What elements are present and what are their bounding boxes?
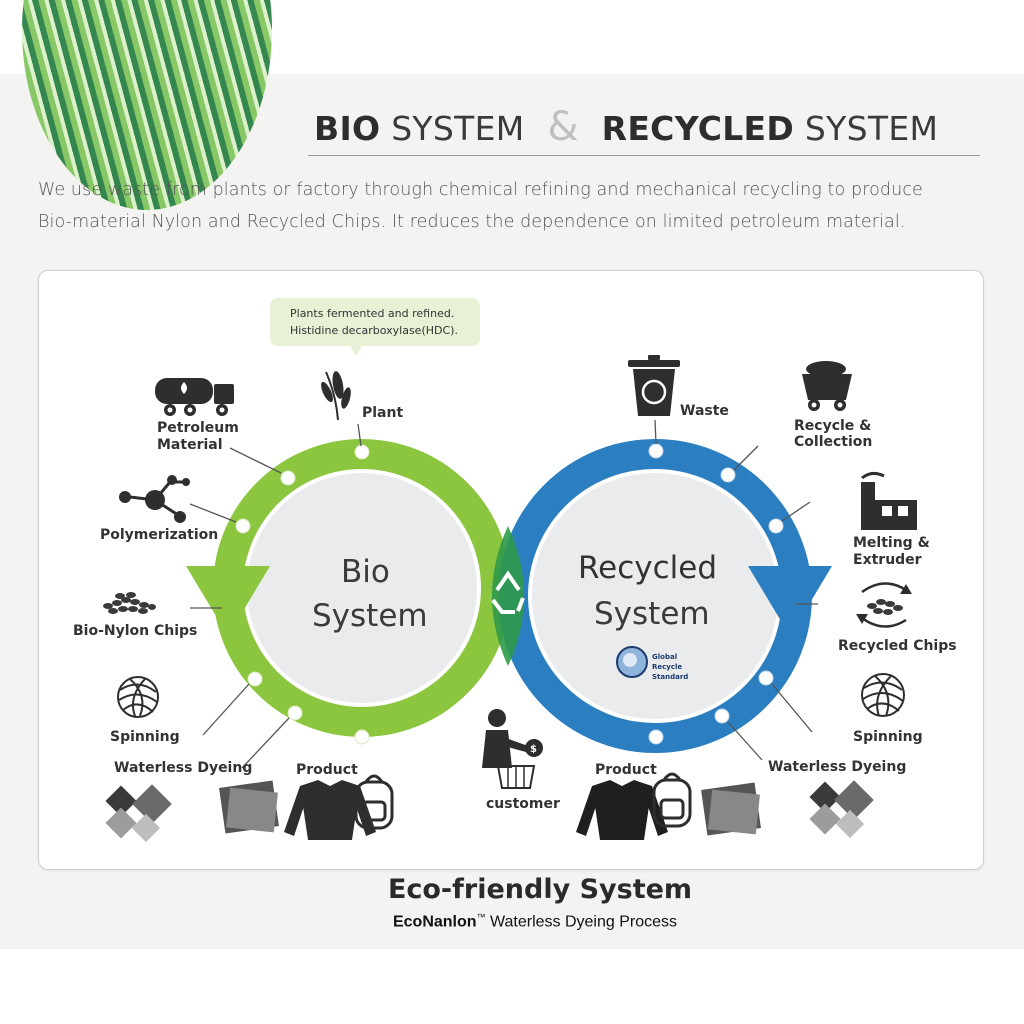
bio-node-product bbox=[354, 729, 370, 745]
dye-squares-icon bbox=[105, 784, 172, 843]
trash-bin-icon bbox=[628, 355, 680, 416]
rec-node-spinning bbox=[758, 670, 774, 686]
label-melting-2: Extruder bbox=[853, 552, 922, 568]
leader-lines bbox=[189, 419, 818, 769]
plant-note-bubble: Plants fermented and refined. Histidine … bbox=[270, 298, 480, 346]
intro-line-1: We use waste from plants or factory thro… bbox=[38, 180, 923, 200]
bio-node-dyeing bbox=[287, 705, 303, 721]
backpack-icon bbox=[354, 774, 394, 830]
label-recycle-collection-1: Recycle & bbox=[794, 418, 871, 434]
recycled-center-subtitle: System bbox=[594, 596, 710, 632]
bubble-tail bbox=[350, 346, 362, 356]
title-ampersand: & bbox=[547, 104, 579, 150]
title-divider bbox=[308, 155, 980, 156]
rec-node-dyeing bbox=[714, 708, 730, 724]
title-recycled: RECYCLED bbox=[601, 109, 795, 148]
bio-arrow bbox=[186, 566, 270, 636]
bubble-line-2: Histidine decarboxylase(HDC). bbox=[290, 324, 458, 337]
label-waste: Waste bbox=[680, 403, 729, 419]
rec-node-melting bbox=[768, 518, 784, 534]
bio-node-polymerization bbox=[235, 518, 251, 534]
label-petroleum-1: Petroleum bbox=[157, 420, 239, 436]
yarn-ball-icon bbox=[117, 676, 159, 718]
recycled-inner-disc bbox=[532, 473, 778, 719]
intro-line-2: Bio-material Nylon and Recycled Chips. I… bbox=[38, 212, 906, 232]
title-bio: BIO bbox=[314, 109, 381, 148]
factory-icon bbox=[861, 471, 917, 530]
bio-inner-disc bbox=[247, 473, 477, 703]
badge-line-3: Standard bbox=[652, 673, 688, 681]
label-bio-nylon-chips: Bio-Nylon Chips bbox=[73, 623, 197, 639]
recycled-chips-icon bbox=[856, 582, 912, 628]
mine-cart-icon bbox=[802, 361, 852, 411]
recycled-center-title: Recycled bbox=[578, 550, 717, 586]
footer-rest: Waterless Dyeing Process bbox=[485, 913, 678, 931]
footer-trademark: ™ bbox=[476, 912, 486, 922]
label-melting-1: Melting & bbox=[853, 535, 930, 551]
title-bio-system: SYSTEM bbox=[391, 109, 525, 148]
bio-center-subtitle: System bbox=[312, 598, 428, 634]
wheat-icon bbox=[321, 371, 351, 421]
page-title: BIO SYSTEM & RECYCLED SYSTEM bbox=[314, 104, 938, 150]
yarn-ball-icon bbox=[861, 673, 905, 717]
dye-squares-icon bbox=[809, 780, 874, 839]
rec-node-collection bbox=[720, 467, 736, 483]
bio-node-plant bbox=[354, 444, 370, 460]
label-customer: customer bbox=[486, 796, 560, 812]
tanker-truck-icon bbox=[155, 378, 234, 416]
footer-brand: EcoNanlon bbox=[392, 913, 477, 931]
label-spinning-bio: Spinning bbox=[110, 729, 180, 745]
label-recycle-collection-2: Collection bbox=[794, 434, 872, 450]
fabric-swatch-icon bbox=[701, 782, 761, 836]
global-recycle-standard-badge: Global Recycle Standard bbox=[616, 646, 688, 681]
label-polymerization: Polymerization bbox=[100, 527, 218, 543]
label-plant: Plant bbox=[362, 405, 403, 421]
bio-ring-nodes bbox=[235, 444, 370, 745]
svg-text:$: $ bbox=[530, 744, 537, 755]
badge-line-2: Recycle bbox=[652, 663, 682, 671]
bio-node-petroleum bbox=[280, 470, 296, 486]
sweater-icon bbox=[284, 780, 376, 840]
footer-title: Eco-friendly System bbox=[387, 874, 693, 905]
label-spinning-recycled: Spinning bbox=[853, 729, 923, 745]
label-waterless-dyeing-bio: Waterless Dyeing bbox=[114, 760, 252, 776]
title-recycled-system: SYSTEM bbox=[804, 109, 939, 148]
overlap-lens bbox=[492, 526, 524, 666]
footer-subtitle: EcoNanlon™ Waterless Dyeing Process bbox=[0, 912, 1024, 931]
bio-node-spinning bbox=[247, 671, 263, 687]
badge-line-1: Global bbox=[652, 653, 677, 661]
label-petroleum-2: Material bbox=[157, 437, 223, 453]
label-product-recycled: Product bbox=[595, 762, 657, 778]
bubble-line-1: Plants fermented and refined. bbox=[290, 307, 455, 320]
recycled-arrow bbox=[748, 566, 832, 636]
backpack-icon bbox=[652, 772, 692, 828]
recycled-ring-nodes bbox=[648, 443, 784, 745]
recycle-icon bbox=[491, 570, 525, 614]
molecule-icon bbox=[119, 475, 190, 523]
customer-icon: $ bbox=[482, 709, 543, 789]
rec-node-product bbox=[648, 729, 664, 745]
bio-center-title: Bio bbox=[341, 554, 390, 590]
sweater-icon bbox=[576, 780, 668, 840]
fabric-swatch-icon bbox=[219, 780, 279, 834]
label-waterless-dyeing-recycled: Waterless Dyeing bbox=[768, 759, 906, 775]
label-product-bio: Product bbox=[296, 762, 358, 778]
chips-pile-icon bbox=[103, 592, 156, 614]
rec-node-waste bbox=[648, 443, 664, 459]
label-recycled-chips: Recycled Chips bbox=[838, 638, 957, 654]
